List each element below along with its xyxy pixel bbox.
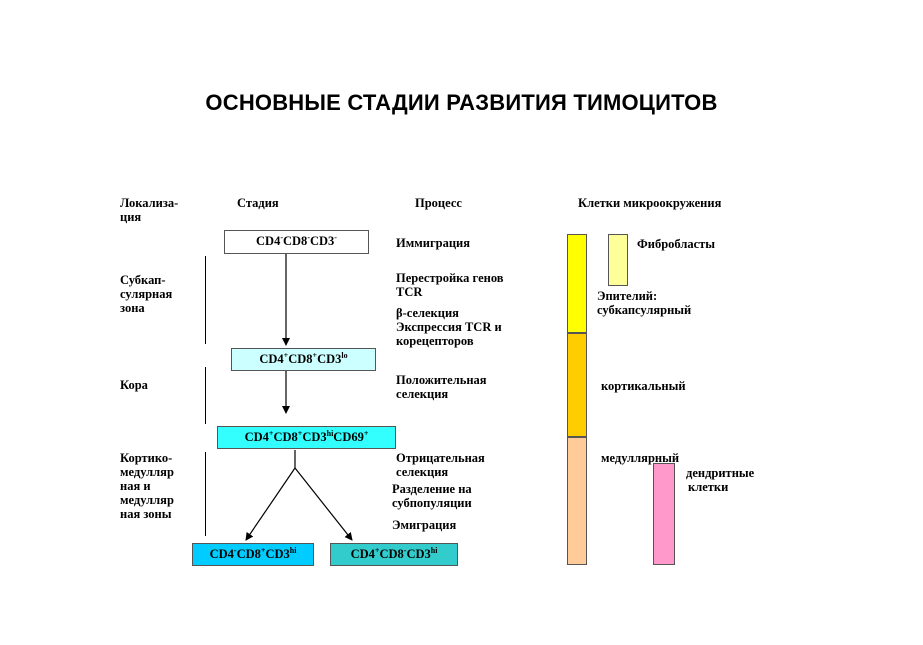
process-division-line: Разделение на	[392, 482, 472, 496]
stage-s3-marker: CD8	[273, 430, 298, 444]
stage-s2-sup: lo	[341, 351, 348, 360]
bar-cortical	[567, 333, 587, 437]
zone-divider-cortex	[205, 367, 206, 424]
stage-s3-marker: CD4	[244, 430, 269, 444]
page-title: ОСНОВНЫЕ СТАДИИ РАЗВИТИЯ ТИМОЦИТОВ	[205, 90, 718, 115]
stage-s5-marker: CD3	[406, 547, 431, 561]
cells-medullary: медуллярный	[601, 451, 680, 465]
stage-s1-sup: -	[307, 233, 310, 242]
cells-dendritic: дендритные клетки	[686, 466, 754, 494]
stage-box-s4: CD4-CD8+CD3hi	[192, 543, 314, 566]
header-localization-line1: Локализа-	[120, 196, 179, 210]
stage-box-s1: CD4-CD8-CD3-	[224, 230, 369, 254]
process-negative-line: селекция	[396, 465, 449, 479]
process-division-line: субпопуляции	[392, 496, 472, 510]
bar-medullary	[567, 437, 587, 565]
stage-s1-marker: CD3	[309, 234, 335, 248]
zone-corticomedullary-line: медулляр	[120, 465, 174, 479]
cells-epithelium-line: Эпителий:	[597, 289, 658, 303]
zone-cortex: Кора	[120, 378, 148, 392]
stage-s1-sup: -	[280, 233, 283, 242]
stage-s2-marker: CD4	[259, 352, 284, 366]
stage-s4-marker: CD4	[209, 547, 234, 561]
zone-subcapsular-line: сулярная	[120, 287, 173, 301]
zone-corticomedullary-line: ная и	[120, 479, 151, 493]
header-stage: Стадия	[237, 196, 279, 210]
stage-s2-marker: CD8	[288, 352, 313, 366]
process-rearrangement-line: Перестройка генов	[396, 271, 504, 285]
stage-s2-marker: CD3	[317, 352, 342, 366]
header-cells: Клетки микроокружения	[578, 196, 722, 210]
stage-s3-sup: +	[297, 429, 303, 438]
stage-s5-sup: hi	[430, 546, 438, 555]
stage-box-s3: CD4+CD8+CD3hiCD69+	[217, 426, 396, 449]
cells-epithelium-line: субкапсулярный	[597, 303, 692, 317]
stage-box-s5: CD4+CD8-CD3hi	[330, 543, 458, 566]
zone-subcapsular-line: Субкап-	[120, 273, 166, 287]
process-rearrangement-line: TCR	[396, 285, 423, 299]
zone-cortex-line: Кора	[120, 378, 148, 392]
bar-fibroblasts	[608, 234, 628, 286]
stage-s2-sup: +	[312, 351, 318, 360]
process-negative-line: Отрицательная	[396, 451, 485, 465]
stage-s4-marker: CD8	[236, 547, 261, 561]
process-expression-line: корецепторов	[396, 334, 474, 348]
stage-s5-sup: -	[403, 546, 407, 555]
process-positive-selection: Положительная селекция	[396, 373, 487, 401]
stage-s3-sup: +	[363, 429, 369, 438]
stage-box-s2: CD4+CD8+CD3lo	[231, 348, 376, 371]
process-beta-selection: β-селекция	[396, 306, 459, 320]
cells-fibroblasts: Фибробласты	[637, 237, 716, 251]
stage-s4-sup: -	[233, 546, 237, 555]
stage-s2-sup: +	[283, 351, 289, 360]
stage-s3-sup: hi	[326, 429, 334, 438]
stage-s1-marker: CD4	[256, 234, 281, 248]
stage-s3-marker: CD3	[302, 430, 327, 444]
process-positive-line: селекция	[396, 387, 449, 401]
process-positive-line: Положительная	[396, 373, 487, 387]
zone-corticomedullary-line: ная зоны	[120, 507, 172, 521]
cells-dendritic-line: клетки	[688, 480, 729, 494]
zone-corticomedullary-line: медулляр	[120, 493, 174, 507]
stage-s1-marker: CD8	[283, 234, 308, 248]
header-localization-line2: ция	[120, 210, 142, 224]
cells-epithelium: Эпителий: субкапсулярный	[597, 289, 691, 317]
process-rearrangement: Перестройка генов TCR	[396, 271, 504, 299]
arrow-split-left	[245, 467, 296, 541]
stage-s4-sup: hi	[289, 546, 297, 555]
stage-s5-marker: CD8	[379, 547, 404, 561]
cells-cortical: кортикальный	[601, 379, 686, 393]
stage-s4-marker: CD3	[265, 547, 290, 561]
zone-subcapsular-line: зона	[120, 301, 145, 315]
bar-subcapsular	[567, 234, 587, 333]
stage-s3-marker: CD69	[333, 430, 364, 444]
header-localization: Локализа- ция	[120, 196, 178, 224]
bar-dendritic	[653, 463, 675, 565]
process-negative-selection: Отрицательная селекция	[396, 451, 485, 479]
zone-corticomedullary-line: Кортико-	[120, 451, 173, 465]
process-expression-line: Экспрессия TCR и	[396, 320, 502, 334]
process-expression: Экспрессия TCR и корецепторов	[396, 320, 502, 348]
process-immigration: Иммиграция	[396, 236, 470, 250]
process-division: Разделение на субпопуляции	[392, 482, 472, 510]
zone-divider-corticomedullary	[205, 452, 206, 536]
header-process: Процесс	[415, 196, 462, 210]
stage-s5-marker: CD4	[350, 547, 375, 561]
zone-corticomedullary: Кортико- медулляр ная и медулляр ная зон…	[120, 451, 174, 521]
stage-s4-sup: +	[260, 546, 266, 555]
stage-s3-sup: +	[268, 429, 274, 438]
stage-s1-sup: -	[334, 233, 337, 242]
stage-s5-sup: +	[374, 546, 380, 555]
arrow-split-right	[294, 467, 353, 541]
cells-dendritic-line: дендритные	[686, 466, 755, 480]
zone-subcapsular: Субкап- сулярная зона	[120, 273, 172, 315]
zone-divider-subcapsular	[205, 256, 206, 344]
process-emigration: Эмиграция	[392, 518, 457, 532]
